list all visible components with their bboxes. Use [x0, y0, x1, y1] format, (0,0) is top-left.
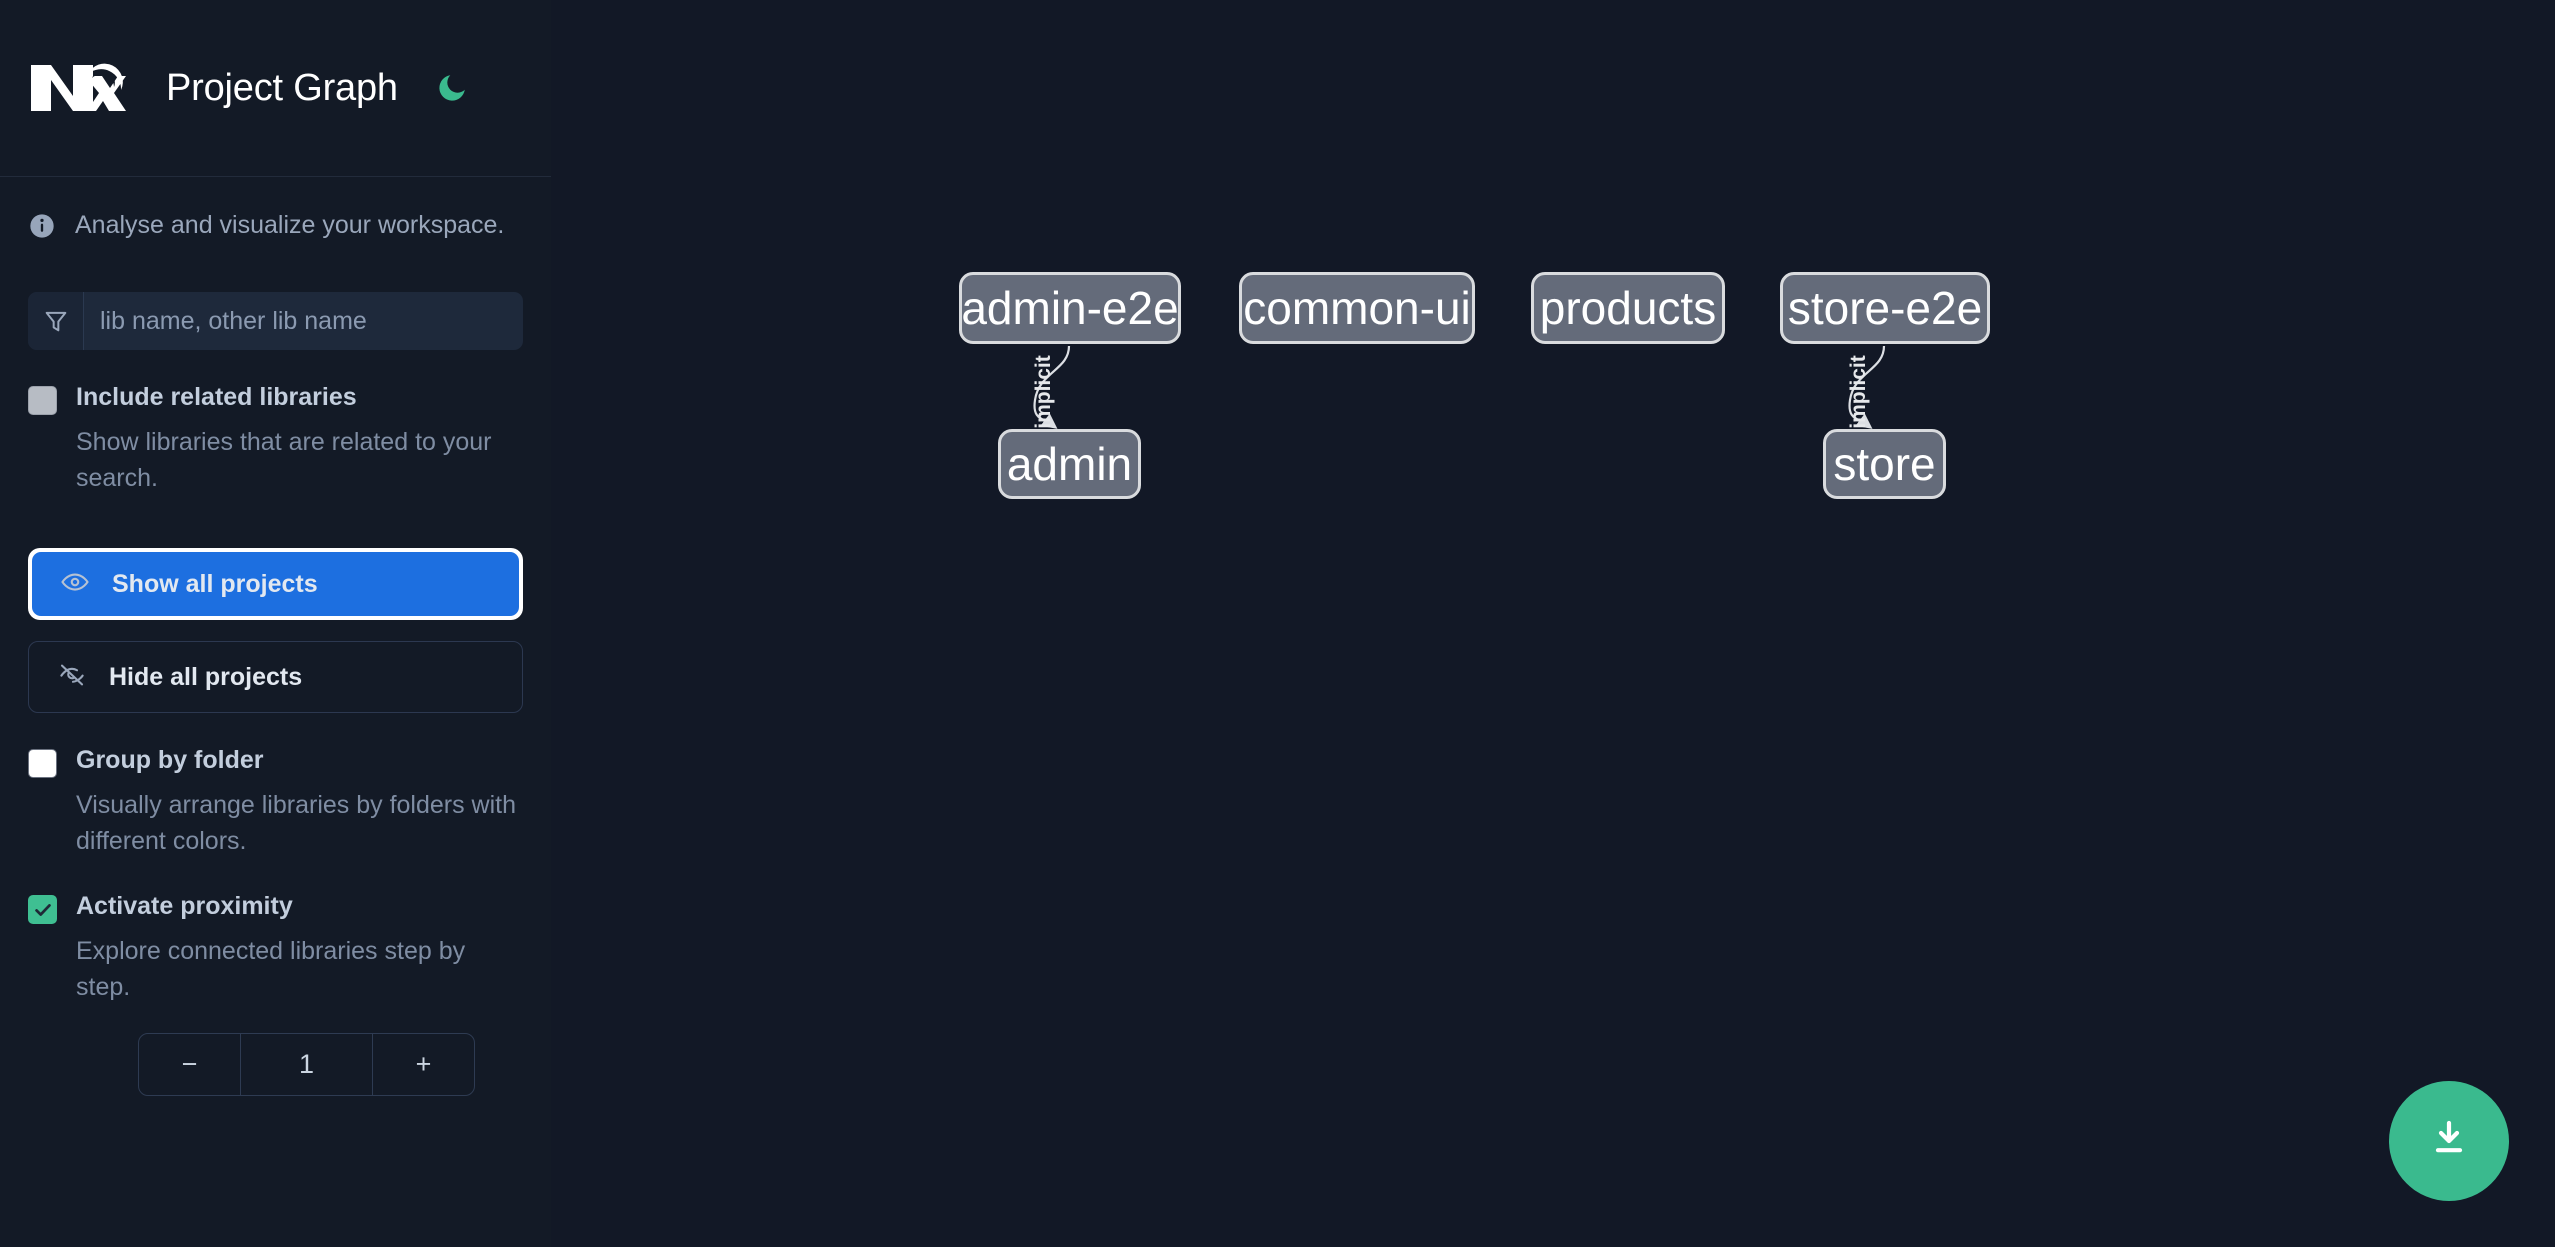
sidebar: Project Graph Analyse and visualize your…: [0, 0, 551, 1247]
proximity-stepper: − 1 +: [138, 1033, 475, 1096]
graph-node-admin-e2e[interactable]: admin-e2e: [959, 272, 1181, 344]
graph-edges: [1033, 345, 1886, 429]
include-related-libraries-checkbox[interactable]: [28, 386, 57, 415]
hide-all-projects-button[interactable]: Hide all projects: [28, 641, 523, 713]
option-label: Group by folder: [76, 746, 264, 774]
option-description: Explore connected libraries step by step…: [76, 937, 466, 1001]
activate-proximity-checkbox[interactable]: [28, 895, 57, 924]
option-description: Show libraries that are related to your …: [76, 428, 492, 492]
option-activate-proximity[interactable]: Activate proximity Explore connected lib…: [0, 892, 551, 1096]
graph-node-products[interactable]: products: [1531, 272, 1725, 344]
moon-icon[interactable]: [430, 66, 474, 110]
graph-node-store-e2e[interactable]: store-e2e: [1780, 272, 1990, 344]
graph-node-label: admin-e2e: [961, 282, 1179, 334]
graph-node-store[interactable]: store: [1823, 429, 1946, 499]
graph-node-label: admin: [1006, 438, 1133, 490]
show-all-projects-label: Show all projects: [112, 569, 318, 598]
download-graph-button[interactable]: [2389, 1081, 2509, 1201]
proximity-increment-button[interactable]: +: [415, 1049, 432, 1079]
graph-node-label: store-e2e: [1787, 282, 1983, 334]
focus-ring-inner: Show all projects: [32, 552, 519, 616]
option-label: Include related libraries: [76, 383, 357, 411]
graph-node-label: common-ui: [1243, 282, 1471, 334]
eye-off-icon: [57, 660, 87, 695]
option-label: Activate proximity: [76, 892, 293, 920]
proximity-decrement-button[interactable]: −: [181, 1049, 198, 1079]
graph-edge-label-store: implicit: [1846, 355, 1870, 429]
graph-node-label: products: [1539, 282, 1717, 334]
page-title: Project Graph: [166, 66, 398, 109]
search-input[interactable]: [84, 292, 523, 350]
nx-logo-icon: [28, 58, 126, 118]
download-icon: [2425, 1115, 2473, 1168]
hide-all-projects-label: Hide all projects: [109, 662, 303, 691]
proximity-value: 1: [240, 1034, 373, 1095]
show-all-projects-focus-ring: Show all projects: [28, 548, 523, 620]
graph-edge-label-admin: implicit: [1031, 355, 1055, 429]
funnel-icon: [28, 292, 84, 350]
option-include-related-libraries[interactable]: Include related libraries Show libraries…: [0, 383, 551, 496]
option-description: Visually arrange libraries by folders wi…: [76, 791, 517, 855]
option-group-by-folder[interactable]: Group by folder Visually arrange librari…: [0, 746, 551, 859]
graph-node-label: store: [1833, 438, 1936, 490]
group-by-folder-checkbox[interactable]: [28, 749, 57, 778]
eye-icon: [60, 567, 90, 602]
graph-node-admin[interactable]: admin: [998, 429, 1141, 499]
workspace-info: Analyse and visualize your workspace.: [0, 177, 551, 240]
graph-node-common-ui[interactable]: common-ui: [1239, 272, 1475, 344]
info-icon: [28, 212, 56, 240]
workspace-info-text: Analyse and visualize your workspace.: [75, 211, 505, 239]
filter-input-group[interactable]: [28, 292, 523, 350]
show-all-projects-button[interactable]: Show all projects: [35, 555, 516, 613]
graph-canvas[interactable]: admin-e2e common-ui products store-e2e a…: [551, 0, 2555, 1247]
sidebar-header: Project Graph: [0, 0, 551, 177]
